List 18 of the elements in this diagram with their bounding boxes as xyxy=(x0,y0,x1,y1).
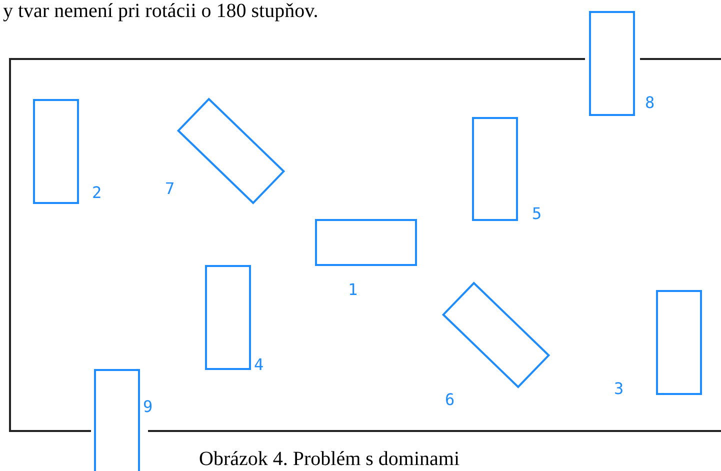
domino-rectangle xyxy=(589,11,635,116)
domino-rectangle xyxy=(472,117,518,221)
domino-number: 2 xyxy=(92,184,102,202)
domino-number: 3 xyxy=(614,380,624,398)
domino-rectangle xyxy=(33,99,79,204)
domino-rectangle xyxy=(205,265,251,370)
domino-rectangle xyxy=(315,219,417,266)
domino-number: 6 xyxy=(445,391,455,409)
domino-rectangle xyxy=(656,290,702,395)
body-text: y tvar nemení pri rotácii o 180 stupňov. xyxy=(3,0,318,23)
domino-number: 8 xyxy=(645,94,655,112)
domino-number: 1 xyxy=(348,281,358,299)
domino-number: 5 xyxy=(532,205,542,223)
domino-number: 4 xyxy=(254,356,264,374)
domino-rectangle xyxy=(94,369,140,471)
figure-caption: Obrázok 4. Problém s dominami xyxy=(199,448,460,471)
domino-number: 9 xyxy=(143,398,153,416)
domino-number: 7 xyxy=(165,180,175,198)
